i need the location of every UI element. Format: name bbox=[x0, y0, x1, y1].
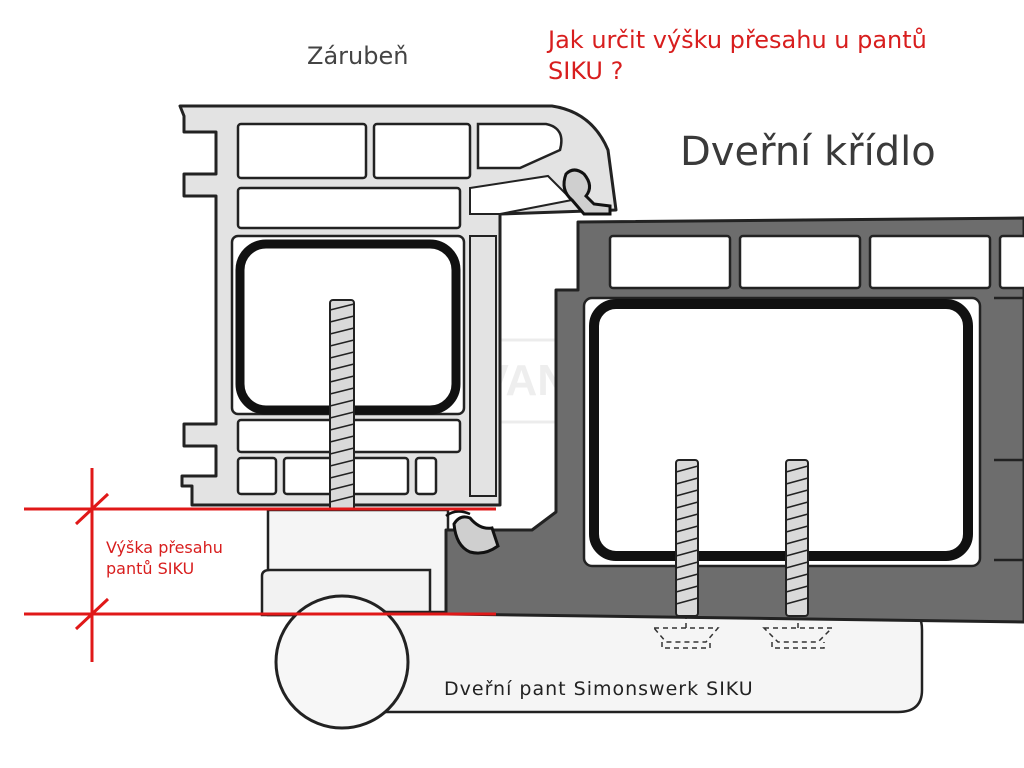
hinge-label: Dveřní pant Simonswerk SIKU bbox=[444, 678, 754, 700]
question-label: Jak určit výšku přesahu u pantů SIKU ? bbox=[548, 26, 927, 85]
sash-label: Dveřní křídlo bbox=[680, 129, 936, 175]
overlap-height-label: Výška přesahu pantů SIKU bbox=[106, 538, 223, 578]
frame-screw bbox=[329, 299, 355, 511]
sash-profile bbox=[444, 216, 1024, 624]
frame-profile bbox=[178, 104, 618, 507]
sash-screw-right bbox=[785, 459, 809, 617]
sash-screw-left bbox=[675, 459, 699, 617]
overlap-dimension bbox=[24, 468, 496, 662]
frame-label: Zárubeň bbox=[307, 42, 409, 70]
dimension-tick-bottom bbox=[74, 597, 110, 631]
hinge-body bbox=[260, 508, 924, 730]
dimension-tick-top bbox=[74, 492, 110, 526]
